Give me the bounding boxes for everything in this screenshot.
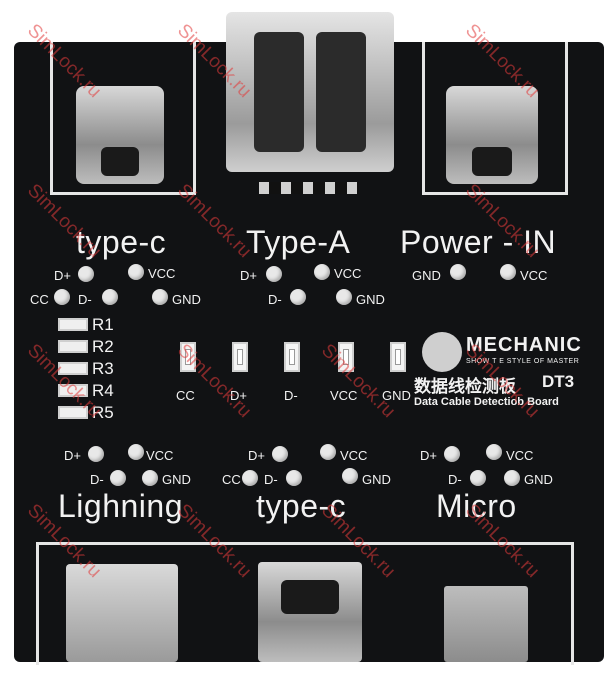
brand-tagline: SHOW T E STYLE OF MASTER (466, 358, 580, 365)
pin-indicator-gnd (342, 468, 358, 484)
pin-label-dplus: D+ (240, 268, 257, 283)
pin-label-gnd: GND (162, 472, 191, 487)
pin-indicator-vcc (128, 264, 144, 280)
pin-label-gnd: GND (362, 472, 391, 487)
resistor-r4 (58, 384, 88, 397)
resistor-label-r2: R2 (92, 337, 114, 356)
detection-board: type-c Type-A Power - IN D+ VCC CC D- GN… (14, 12, 604, 665)
resistor-r3 (58, 362, 88, 375)
pin-label-dplus: D+ (64, 448, 81, 463)
resistor-label-r1: R1 (92, 315, 114, 334)
pin-label-dminus: D- (448, 472, 462, 487)
pin-label-vcc: VCC (148, 266, 176, 281)
pin-label-vcc: VCC (146, 448, 174, 463)
pin-label-dminus: D- (90, 472, 104, 487)
pin-label-dminus: D- (78, 292, 92, 307)
resistor-label-r5: R5 (92, 403, 114, 422)
pin-label-cc: CC (222, 472, 241, 487)
lightning-output-title: Lighning (58, 488, 183, 524)
pin-indicator-vcc (314, 264, 330, 280)
pin-label-cc: CC (30, 292, 49, 307)
pin-indicator-vcc (486, 444, 502, 460)
top-right-usb-c-connector[interactable] (446, 86, 538, 184)
pin-label-gnd: GND (172, 292, 201, 307)
type-c-input-title: type-c (76, 224, 167, 260)
pin-indicator-dplus (78, 266, 94, 282)
usb-a-connector[interactable] (226, 12, 394, 172)
pin-indicator-gnd (152, 289, 168, 305)
led-dminus (284, 342, 300, 372)
pin-indicator-gnd (336, 289, 352, 305)
pin-label-vcc: VCC (520, 268, 548, 283)
pin-indicator-dminus (110, 470, 126, 486)
board-title-chinese: 数据线检测板 (414, 377, 516, 396)
bottom-ports-frame (36, 542, 574, 665)
pin-label-vcc: VCC (334, 266, 362, 281)
bottom-usb-c-connector[interactable] (258, 562, 362, 662)
led-label-vcc: VCC (330, 388, 358, 403)
pin-indicator-gnd (504, 470, 520, 486)
pin-label-dminus: D- (264, 472, 278, 487)
top-right-port-frame (422, 42, 568, 195)
pin-indicator-vcc (320, 444, 336, 460)
pin-indicator-vcc (128, 444, 144, 460)
led-vcc (338, 342, 354, 372)
brand-name: MECHANIC (466, 334, 582, 356)
led-label-gnd: GND (382, 388, 411, 403)
pin-indicator-dplus (88, 446, 104, 462)
pin-indicator-vcc (500, 264, 516, 280)
mechanic-logo-icon (422, 332, 462, 372)
pin-indicator-dminus (286, 470, 302, 486)
pin-label-dplus: D+ (248, 448, 265, 463)
pin-indicator-dplus (272, 446, 288, 462)
pin-label-dplus: D+ (420, 448, 437, 463)
micro-usb-connector[interactable] (444, 586, 528, 662)
type-c-output-title: type-c (256, 488, 347, 524)
led-label-dplus: D+ (230, 388, 247, 403)
pin-label-gnd: GND (412, 268, 441, 283)
lightning-connector[interactable] (66, 564, 178, 662)
pin-indicator-dminus (470, 470, 486, 486)
led-gnd (390, 342, 406, 372)
resistor-label-r4: R4 (92, 381, 114, 400)
pin-indicator-dplus (444, 446, 460, 462)
usb-a-slot-right (316, 32, 366, 152)
pin-indicator-cc (242, 470, 258, 486)
pin-label-gnd: GND (356, 292, 385, 307)
pin-label-vcc: VCC (340, 448, 368, 463)
pin-indicator-dplus (266, 266, 282, 282)
pin-label-dplus: D+ (54, 268, 71, 283)
pin-label-vcc: VCC (506, 448, 534, 463)
pin-indicator-cc (54, 289, 70, 305)
usb-a-pins (259, 182, 359, 194)
top-left-port-frame (50, 42, 196, 195)
resistor-r2 (58, 340, 88, 353)
led-label-cc: CC (176, 388, 195, 403)
pin-indicator-gnd (142, 470, 158, 486)
board-model: DT3 (542, 372, 575, 391)
type-a-input-title: Type-A (246, 224, 351, 260)
pin-indicator-dminus (290, 289, 306, 305)
resistor-label-r3: R3 (92, 359, 114, 378)
pin-indicator-dminus (102, 289, 118, 305)
pin-label-gnd: GND (524, 472, 553, 487)
led-dplus (232, 342, 248, 372)
pin-indicator-gnd (450, 264, 466, 280)
resistor-r1 (58, 318, 88, 331)
led-label-dminus: D- (284, 388, 298, 403)
board-subtitle: Data Cable Detectiob Board (414, 396, 559, 408)
micro-output-title: Micro (436, 488, 517, 524)
usb-a-slot-left (254, 32, 304, 152)
top-left-usb-c-connector[interactable] (76, 86, 164, 184)
led-cc (180, 342, 196, 372)
resistor-r5 (58, 406, 88, 419)
power-in-title: Power - IN (400, 224, 557, 260)
pin-label-dminus: D- (268, 292, 282, 307)
